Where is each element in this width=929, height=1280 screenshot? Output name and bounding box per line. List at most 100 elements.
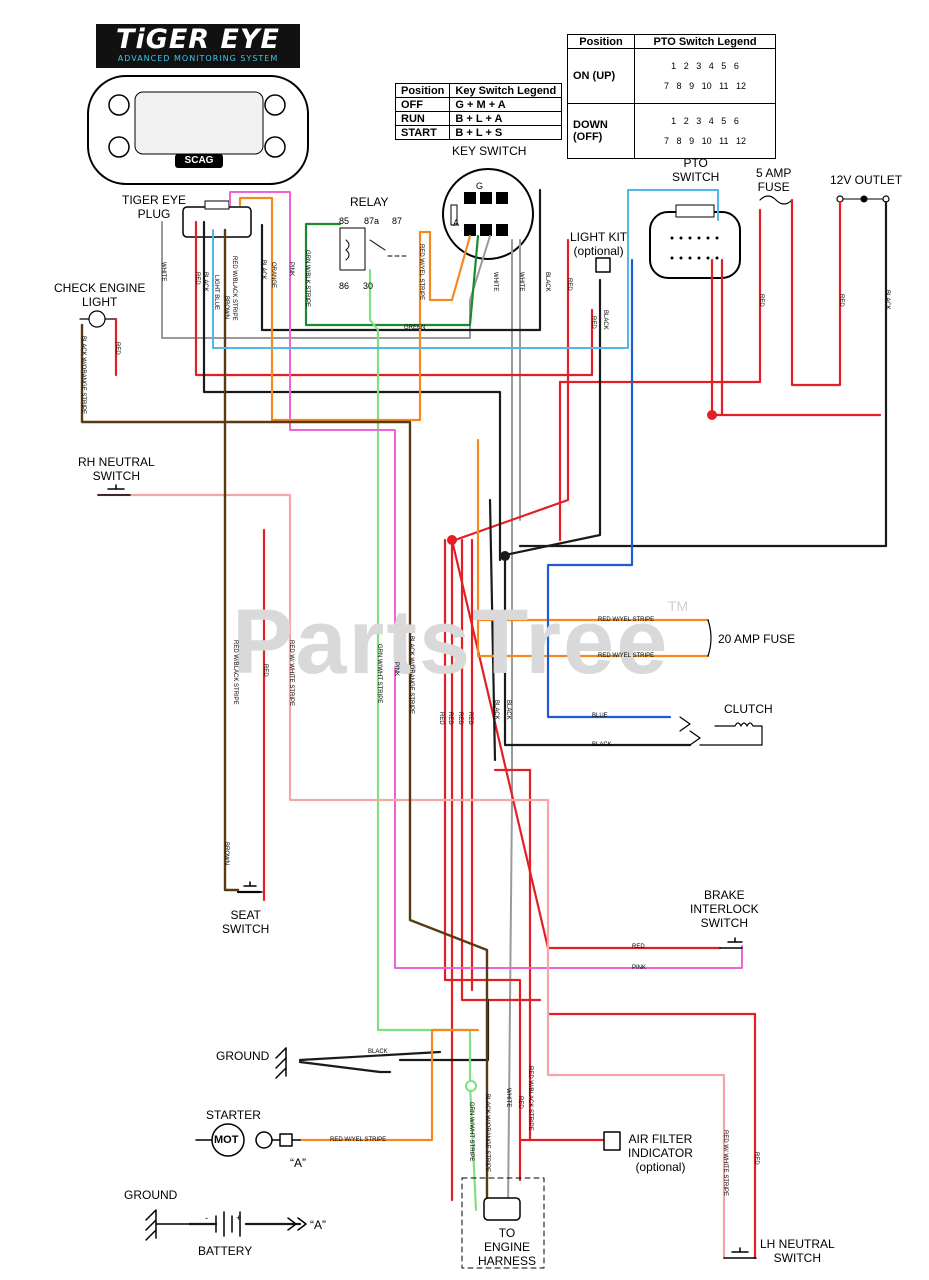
wire-label: RED W/YEL STRIPE	[330, 1137, 387, 1143]
wire-label: RED W/YEL STRIPE	[418, 244, 424, 301]
pin: 9	[689, 81, 695, 91]
battery-plus: +	[236, 1213, 242, 1223]
pin: 8	[676, 136, 682, 146]
clutch-symbol	[679, 716, 763, 746]
tiger-eye-plug-label: TIGER EYE PLUG	[122, 193, 187, 221]
wire-label: RED	[467, 712, 473, 725]
air-filter-label: AIR FILTER INDICATOR (optional)	[628, 1132, 693, 1174]
watermark: PartsTree	[232, 591, 670, 693]
fuse-20amp-label: 20 AMP FUSE	[718, 632, 796, 646]
wire-label: RED	[590, 316, 596, 329]
key-switch-body	[442, 168, 534, 260]
pto-switch-legend: Position PTO Switch Legend ON (UP) 1 2 3…	[567, 34, 776, 159]
wire-white	[161, 221, 491, 339]
pin: 11	[719, 81, 729, 91]
wire-label: BLUE	[592, 713, 608, 719]
wire-label: RED W/YEL STRIPE	[598, 653, 655, 659]
wire-label: BLACK	[505, 700, 511, 720]
tiger-eye-plug	[182, 200, 252, 238]
relay-terminal-30: 30	[363, 281, 374, 291]
wire-label: PINK	[393, 662, 399, 677]
key-legend-header-position: Position	[394, 83, 451, 98]
wire-label: BLACK W/ORANGE STRIPE	[408, 636, 414, 715]
wire-label: GRN W/BLK STRIPE	[304, 250, 310, 308]
wire-label: RED	[632, 944, 645, 950]
outlet-label: 12V OUTLET	[830, 173, 903, 187]
pin: 5	[721, 116, 727, 126]
battery-minus: -	[205, 1213, 208, 1223]
starter-symbol	[195, 1123, 301, 1157]
pin: 10	[701, 81, 712, 91]
wire-label: WHITE	[160, 262, 166, 282]
wire-label: RED	[517, 1096, 523, 1109]
pin: 3	[696, 61, 702, 71]
relay-label: RELAY	[350, 195, 389, 209]
pin: 6	[733, 61, 739, 71]
wire-label: GRN W/WHT STRIPE	[468, 1102, 474, 1162]
wire-label: PINK	[632, 965, 647, 971]
wire-label: RED W/ WHITE STRIPE	[722, 1130, 728, 1196]
wire-label: BLACK	[493, 700, 499, 720]
logo-title: TiGER EYE	[116, 24, 280, 55]
key-switch-terminal-g: G	[476, 181, 484, 191]
key-legend-pos: START	[394, 125, 451, 140]
wire-pink	[229, 191, 743, 969]
wire-label: LIGHT BLUE	[213, 275, 219, 310]
wire-green	[304, 222, 480, 327]
wire-red-white	[96, 493, 726, 1260]
wire-label: RED	[457, 712, 463, 725]
wire-label: WHITE	[505, 1088, 511, 1108]
wire-blue	[546, 258, 672, 719]
tiger-eye-display	[87, 75, 309, 185]
ground-1-label: GROUND	[216, 1049, 270, 1063]
key-switch-terminal-a: A	[453, 218, 460, 228]
pin: 1	[671, 116, 677, 126]
brake-switch-symbol	[719, 937, 743, 949]
pin: 4	[708, 116, 714, 126]
brake-switch-label: BRAKE INTERLOCK SWITCH	[690, 888, 759, 930]
pin: 2	[683, 116, 689, 126]
logo-subtitle: ADVANCED MONITORING SYSTEM	[117, 54, 279, 63]
wire-label: RED	[114, 342, 120, 355]
key-legend-val: B + L + S	[449, 125, 563, 140]
a-ref-label-2: “A”	[310, 1218, 326, 1232]
engine-harness-label: TO ENGINE HARNESS	[478, 1226, 537, 1268]
outlet-symbol	[836, 195, 890, 203]
check-engine-lamp	[79, 310, 117, 328]
wire-label: WHITE	[492, 272, 498, 292]
starter-label: STARTER	[206, 1108, 261, 1122]
battery-symbol	[145, 1209, 307, 1241]
check-engine-label: CHECK ENGINE LIGHT	[54, 281, 146, 309]
wire-label: BLACK	[202, 272, 208, 292]
wire-label: BLACK	[260, 260, 266, 280]
wire-label: BLACK	[884, 290, 890, 310]
wire-light-green	[368, 268, 478, 1212]
key-legend-header-legend: Key Switch Legend	[449, 83, 563, 98]
ground-1-symbol	[275, 1047, 287, 1079]
wire-label: RED W/ WHITE STRIPE	[288, 640, 294, 706]
wire-label: GREEN	[404, 325, 426, 331]
wire-label: RED W/YEL STRIPE	[598, 617, 655, 623]
key-switch-label: KEY SWITCH	[452, 144, 527, 158]
rh-neutral-symbol	[97, 484, 131, 496]
pto-switch-label: PTO SWITCH	[672, 156, 720, 184]
wire-label: RED	[447, 712, 453, 725]
engine-harness-box	[461, 1177, 545, 1269]
pto-legend-position: ON (UP)	[567, 48, 635, 104]
pin: 12	[735, 81, 746, 91]
pin: 5	[721, 61, 727, 71]
starter-mot-label: MOT	[214, 1134, 239, 1146]
wire-red	[114, 198, 882, 1260]
ground-2-label: GROUND	[124, 1188, 178, 1202]
a-ref-label-1: “A”	[290, 1156, 306, 1170]
seat-switch-symbol	[237, 881, 263, 893]
pto-switch-body	[649, 204, 741, 279]
fuse-5amp-label: 5 AMP FUSE	[756, 166, 792, 194]
pin: 10	[701, 136, 712, 146]
pin: 12	[735, 136, 746, 146]
wire-label: WHITE	[518, 272, 524, 292]
wire-orange	[238, 196, 472, 422]
key-legend-val: G + M + A	[449, 97, 563, 112]
relay-terminal-85: 85	[339, 216, 350, 226]
